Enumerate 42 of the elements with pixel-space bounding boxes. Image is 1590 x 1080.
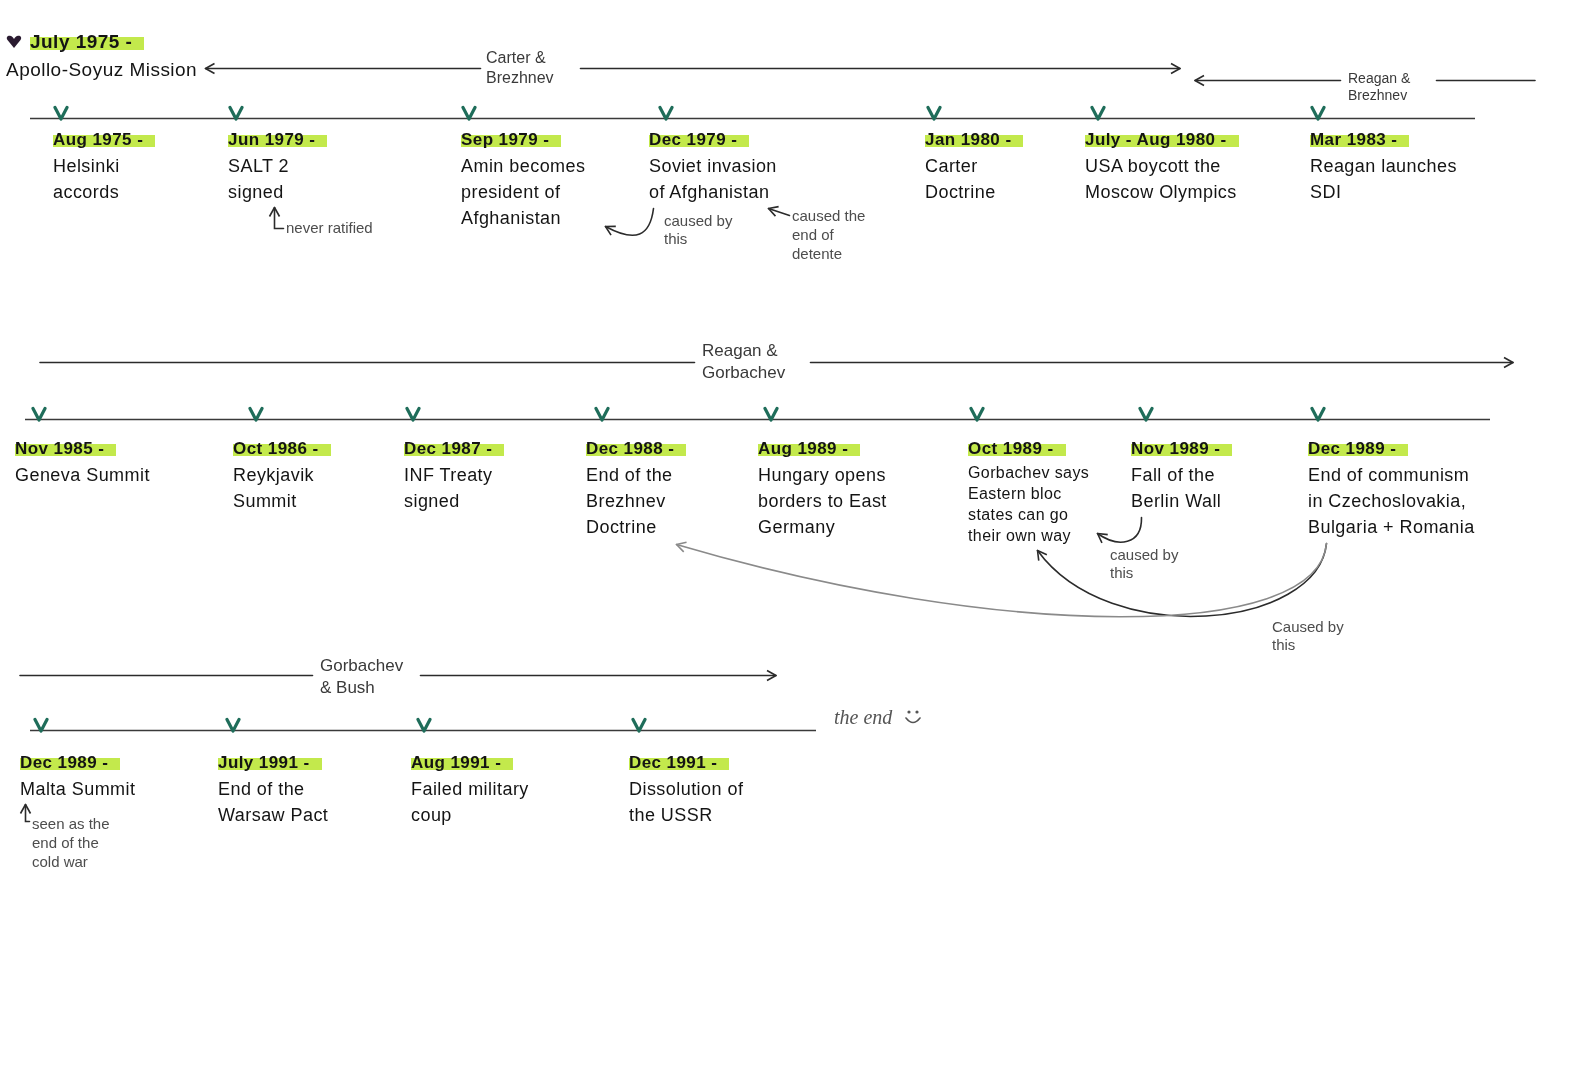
event-description: SALT 2 signed — [228, 155, 291, 204]
connector-line — [19, 674, 314, 677]
event-description: USA boycott the Moscow Olympics — [1085, 155, 1238, 204]
connector-line — [1435, 79, 1536, 82]
event-description: Dissolution of the USSR — [629, 778, 745, 827]
arrow — [809, 356, 1514, 369]
event-description: Carter Doctrine — [925, 155, 997, 204]
arrow — [419, 669, 777, 682]
era-label: Carter & Brezhnev — [486, 48, 572, 88]
arrow — [268, 206, 285, 230]
event-description: INF Treaty signed — [404, 464, 494, 513]
curved-arrow — [675, 541, 1328, 618]
connector-line — [39, 361, 696, 364]
event-description: Reykjavik Summit — [233, 464, 316, 513]
event-description: Soviet invasion of Afghanistan — [649, 155, 778, 204]
curved-arrow — [604, 207, 655, 237]
event-description: Malta Summit — [20, 778, 137, 801]
arrow — [19, 803, 32, 823]
arrow — [204, 62, 482, 75]
annotation-text: seen as the end of the cold war — [32, 814, 127, 871]
arrow — [1194, 74, 1342, 87]
event-description: Apollo-Soyuz Mission — [6, 58, 198, 82]
curved-arrow — [1096, 516, 1143, 544]
event-description: Geneva Summit — [15, 464, 151, 487]
event-description: Reagan launches SDI — [1310, 155, 1458, 204]
event-description: End of communism in Czechoslovakia, Bulgaria + Romania — [1308, 464, 1476, 539]
era-label: Reagan & Brezhnev — [1348, 70, 1428, 104]
event-description: Hungary opens borders to East Germany — [758, 464, 888, 539]
event-description: Failed military coup — [411, 778, 530, 827]
event-description: Amin becomes president of Afghanistan — [461, 155, 587, 230]
event-description: Helsinki accords — [53, 155, 121, 204]
annotation-text: never ratified — [286, 218, 373, 237]
arrow — [579, 62, 1181, 75]
era-label: Reagan & Gorbachev — [702, 340, 802, 384]
event-description: End of the Brezhnev Doctrine — [586, 464, 674, 539]
event-description: Gorbachev says Eastern bloc states can go their own way — [968, 463, 1091, 546]
arrow — [767, 205, 791, 217]
end-note: the end — [834, 705, 893, 730]
event-description: Fall of the Berlin Wall — [1131, 464, 1223, 513]
event-description: End of the Warsaw Pact — [218, 778, 330, 827]
annotation-text: caused the end of detente — [792, 206, 878, 263]
era-label: Gorbachev & Bush — [320, 655, 412, 699]
